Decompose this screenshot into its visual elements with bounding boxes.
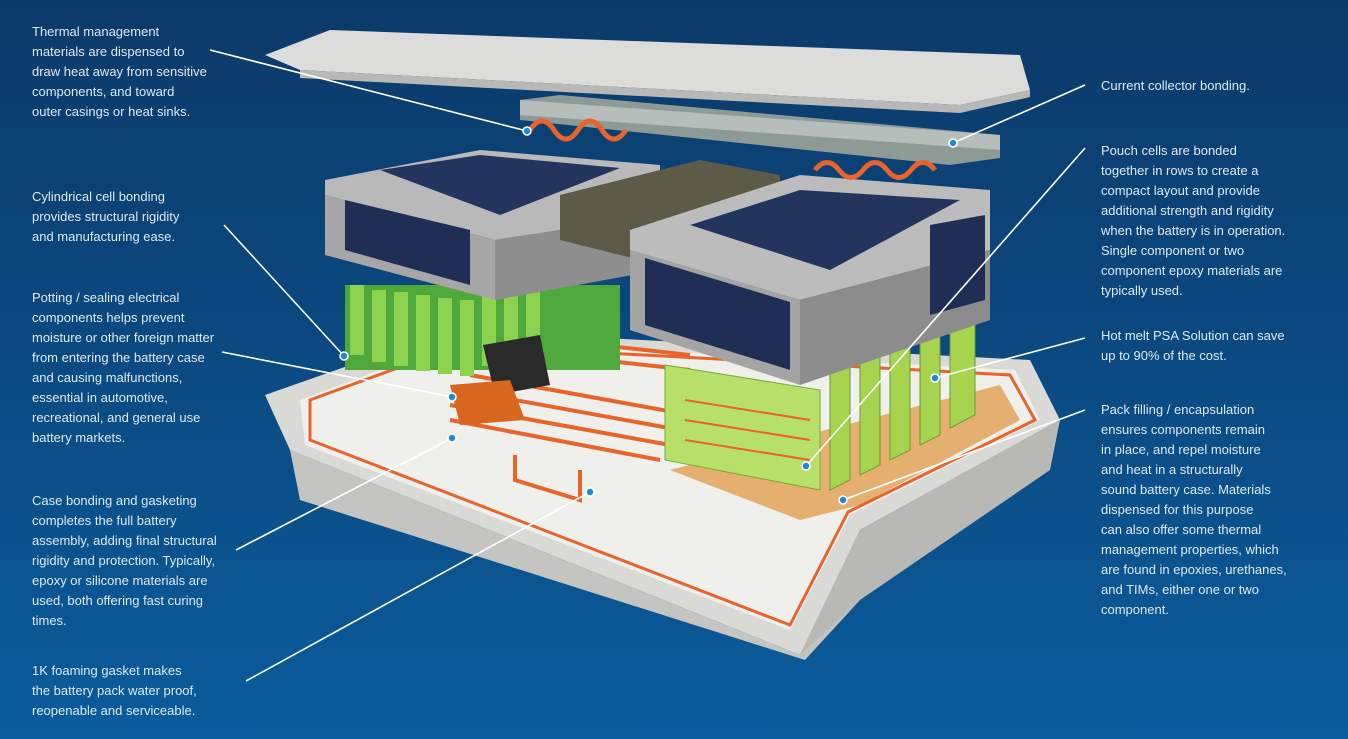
leader-lines bbox=[209, 49, 1086, 682]
note-foaming-gasket: 1K foaming gasket makes the battery pack… bbox=[32, 663, 197, 718]
note-potting-sealing: Potting / sealing electrical components … bbox=[32, 290, 215, 445]
note-pouch-cells: Pouch cells are bonded together in rows … bbox=[1101, 143, 1286, 298]
note-thermal-management: Thermal management materials are dispens… bbox=[32, 24, 207, 119]
note-hot-melt-psa: Hot melt PSA Solution can save up to 90%… bbox=[1101, 328, 1285, 363]
note-current-collector: Current collector bonding. bbox=[1101, 78, 1250, 93]
connector bbox=[483, 335, 550, 395]
note-case-bonding: Case bonding and gasketing completes the… bbox=[32, 493, 217, 628]
pouch-cells bbox=[664, 299, 976, 491]
thermal-tube bbox=[527, 118, 629, 142]
battery-modules bbox=[325, 150, 990, 385]
cooling-tubes bbox=[449, 343, 691, 503]
note-pack-filling: Pack filling / encapsulation ensures com… bbox=[1101, 402, 1287, 617]
cylindrical-cells bbox=[345, 285, 620, 376]
battery-case bbox=[265, 330, 1060, 660]
lid bbox=[265, 30, 1030, 105]
potted-component bbox=[450, 380, 525, 425]
note-cylindrical-cell-bonding: Cylindrical cell bonding provides struct… bbox=[32, 189, 180, 244]
